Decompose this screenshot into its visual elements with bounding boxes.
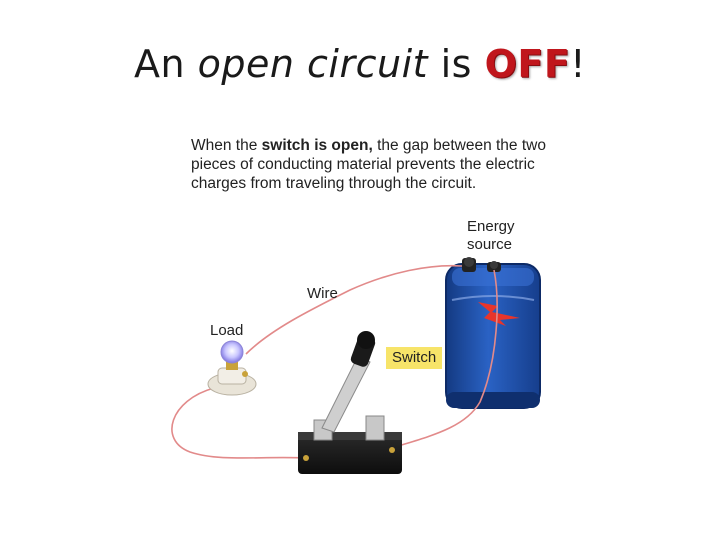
- label-energy-source: Energy source: [467, 218, 515, 254]
- caption: When the switch is open, the gap between…: [191, 136, 551, 193]
- load-bulb: [208, 341, 256, 395]
- caption-bold: switch is open,: [262, 137, 373, 154]
- wire-load-to-switch: [172, 388, 306, 458]
- caption-pre: When the: [191, 137, 262, 154]
- label-load: Load: [210, 322, 243, 340]
- battery-energy-source: [446, 264, 540, 408]
- label-energy-line2: source: [467, 236, 515, 254]
- label-energy-line1: Energy: [467, 218, 515, 236]
- label-wire: Wire: [307, 285, 338, 303]
- label-switch: Switch: [386, 347, 442, 369]
- wire-battery-to-load: [246, 266, 462, 354]
